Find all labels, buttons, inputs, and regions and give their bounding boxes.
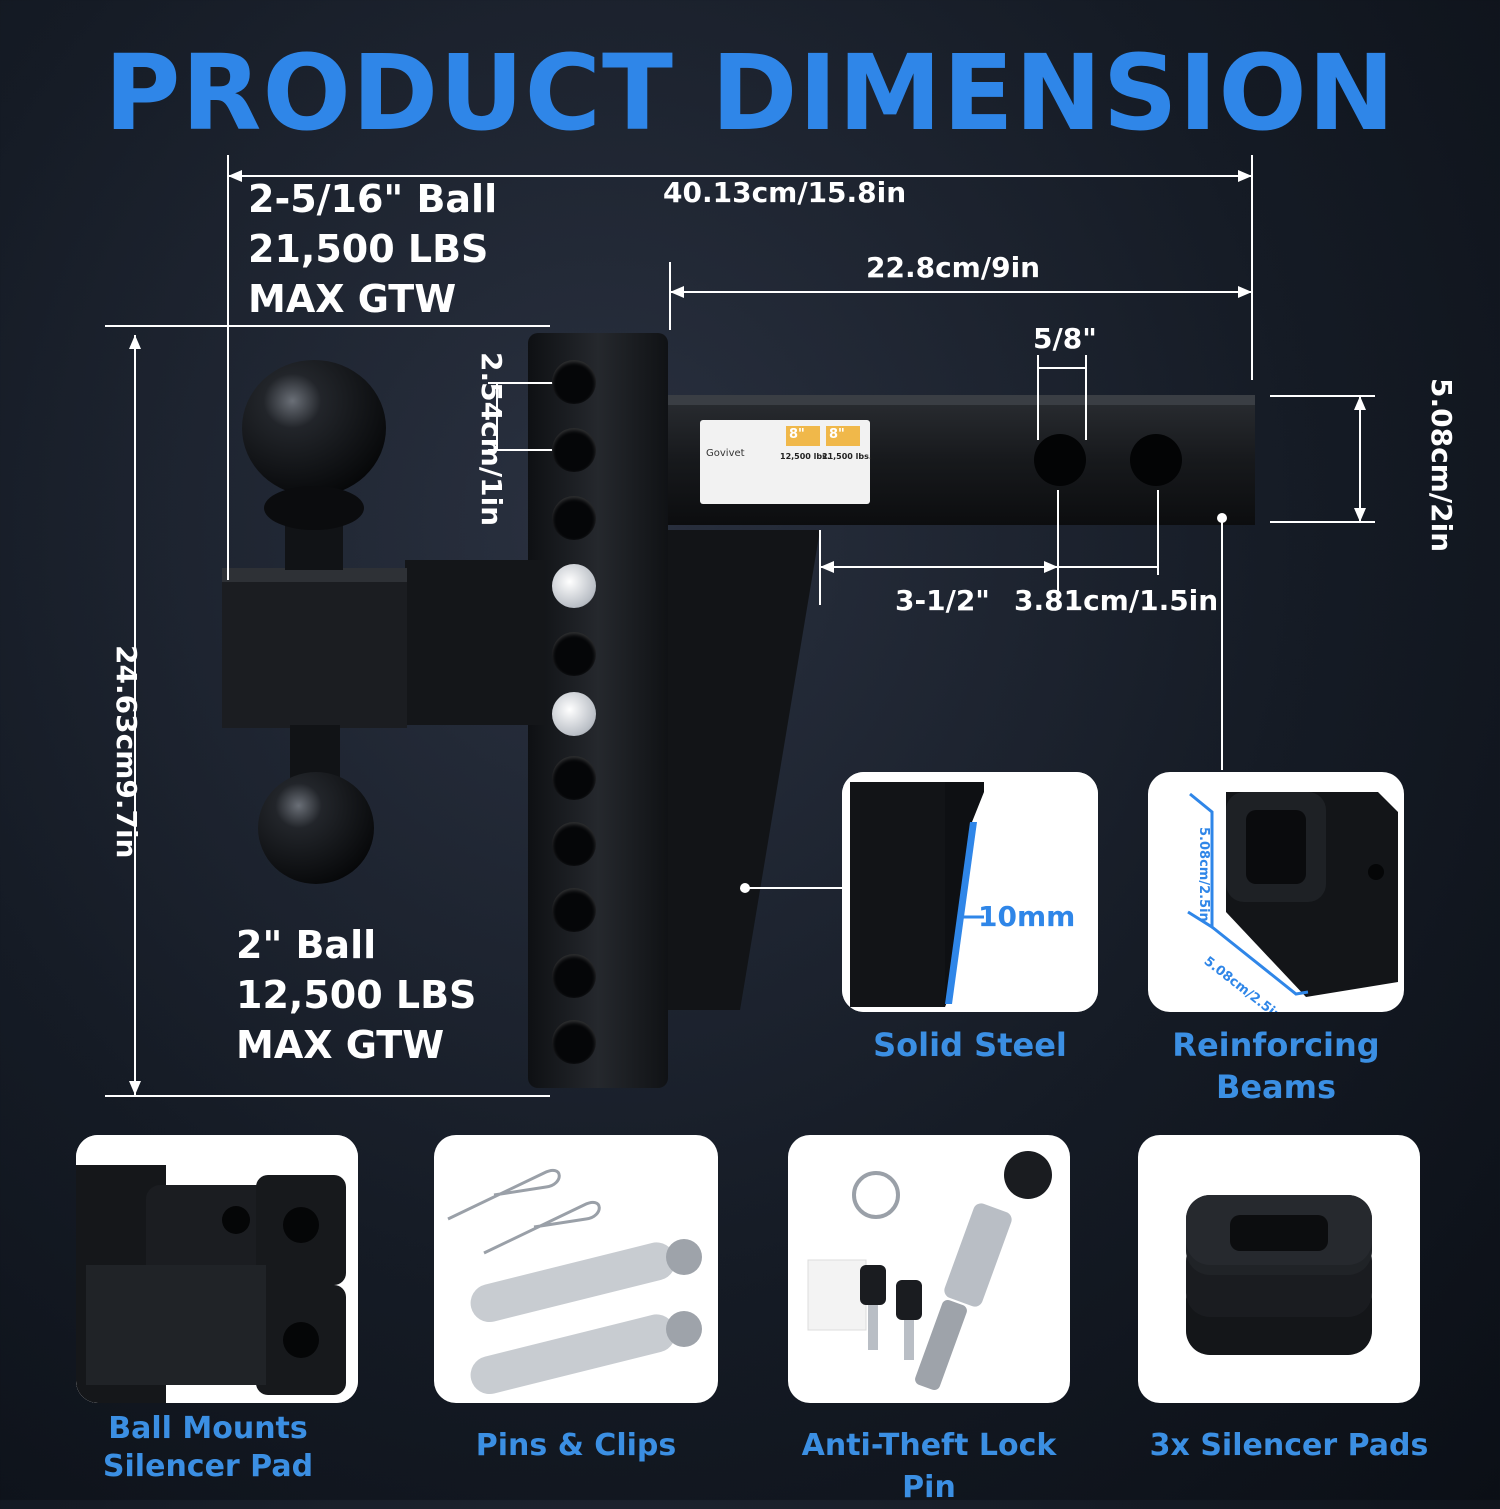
ball-platform	[222, 568, 407, 728]
pins-clips-card	[434, 1135, 718, 1403]
page-title: PRODUCT DIMENSION	[104, 32, 1396, 154]
steel-thickness-graphic	[842, 772, 1098, 1012]
overall-length-label: 40.13cm/15.8in	[663, 176, 907, 209]
silencer-pads-image	[1186, 1195, 1372, 1355]
mount-pin-head	[552, 564, 596, 608]
gusset-offset-label: 3-1/2"	[895, 584, 990, 617]
sticker-left-capacity: 12,500 lbs.	[780, 452, 830, 461]
bottom-ball-gtw: MAX GTW	[236, 1023, 445, 1067]
ball-mount-tube	[405, 560, 545, 725]
ball-mount-pad-image	[76, 1135, 358, 1403]
beam-side-label: 5.08cm/2.5in	[1196, 827, 1211, 922]
adjust-hole	[552, 954, 596, 998]
top-ball-capacity: 21,500 LBS	[248, 227, 489, 271]
silencer-pads-caption: 3x Silencer Pads	[1149, 1428, 1429, 1463]
shank-hole	[1034, 434, 1086, 486]
sticker-left-rating: 8"	[789, 427, 805, 442]
bottom-ball-capacity: 12,500 LBS	[236, 973, 477, 1017]
adjust-hole	[552, 428, 596, 472]
shank-height-label: 5.08cm/2in	[1425, 378, 1458, 553]
top-ball-size: 2-5/16" Ball	[248, 177, 498, 221]
reinforcing-caption-line2: Beams	[1215, 1068, 1337, 1106]
ball-mount-pad-caption: Ball Mounts Silencer Pad	[60, 1410, 356, 1486]
bottom-hitch-ball	[258, 772, 374, 884]
adjust-hole	[552, 1020, 596, 1064]
solid-steel-card: 10mm	[842, 772, 1098, 1012]
top-hitch-ball	[242, 360, 386, 496]
adjust-hole	[552, 360, 596, 404]
adjust-hole	[552, 632, 596, 676]
adjust-hole	[552, 756, 596, 800]
sticker-right-rating: 8"	[829, 427, 845, 442]
shank-hole	[1130, 434, 1182, 486]
sticker-brand: Govivet	[706, 448, 745, 459]
ball-mount-caption-line2: Silencer Pad	[102, 1449, 314, 1484]
overall-height-label: 24.63cm9.7in	[110, 645, 143, 859]
reinforcing-caption-line1: Reinforcing	[1172, 1026, 1380, 1064]
bottom-ball-spec: 2" Ball 12,500 LBS MAX GTW	[236, 920, 476, 1070]
adjust-hole	[552, 888, 596, 932]
shank-length-label: 22.8cm/9in	[866, 251, 1041, 284]
reinforcing-beam-graphic	[1187, 792, 1398, 997]
pins-clips-caption: Pins & Clips	[475, 1428, 677, 1463]
ball-mount-pad-card	[76, 1135, 358, 1403]
ball-mount-caption-line1: Ball Mounts	[108, 1411, 308, 1446]
solid-steel-caption: Solid Steel	[873, 1026, 1067, 1064]
reinforcing-card: 5.08cm/2.5in 5.08cm/2.5in	[1148, 772, 1404, 1012]
lock-pin-card	[788, 1135, 1070, 1403]
gusset-plate	[660, 530, 820, 1010]
pin-spacing-label: 3.81cm/1.5in	[1014, 584, 1219, 617]
drop-bar-holes	[552, 360, 602, 1070]
reinforcing-caption: Reinforcing Beams	[1148, 1024, 1404, 1108]
lock-pin-image	[807, 1151, 1052, 1391]
mount-pin-head	[552, 692, 596, 736]
pins-clips-image	[447, 1169, 702, 1395]
hole-diameter-label: 5/8"	[1033, 322, 1097, 355]
steel-thickness-label: 10mm	[978, 900, 1076, 933]
hole-spacing-label: 2.54cm/1in	[475, 352, 508, 527]
top-ball-spec: 2-5/16" Ball 21,500 LBS MAX GTW	[248, 174, 497, 324]
lock-pin-caption: Anti-Theft Lock Pin	[801, 1428, 1057, 1505]
adjust-hole	[552, 822, 596, 866]
adjust-hole	[552, 496, 596, 540]
sticker-right-capacity: 21,500 lbs.	[822, 452, 872, 461]
top-ball-gtw: MAX GTW	[248, 277, 457, 321]
silencer-pads-card	[1138, 1135, 1420, 1403]
bottom-ball-size: 2" Ball	[236, 923, 377, 967]
